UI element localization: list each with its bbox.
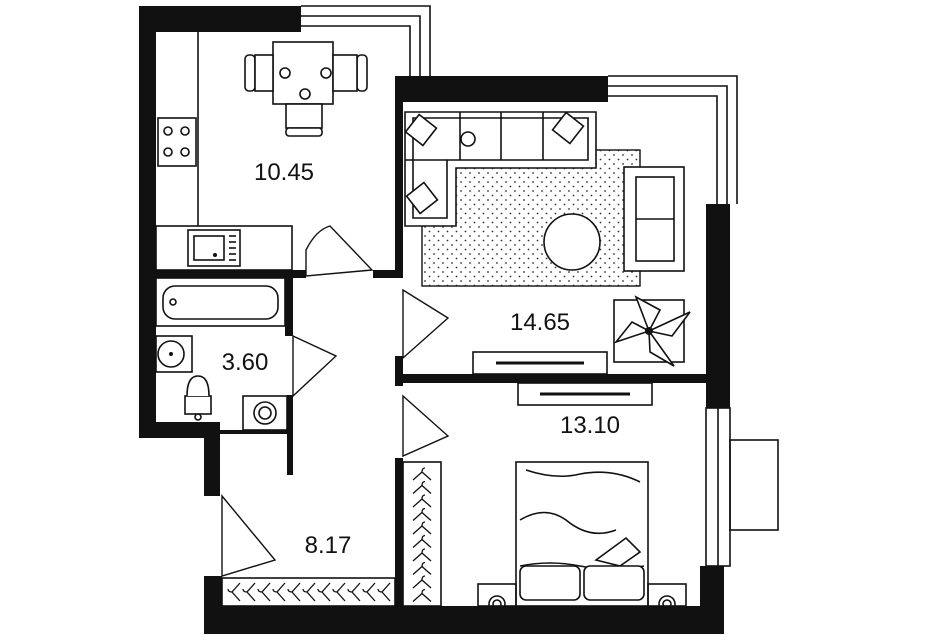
sofa-icon: [404, 111, 597, 227]
bedroom: [402, 382, 687, 613]
toilet-icon: [184, 375, 212, 421]
bath-area-label: 3.60: [222, 349, 269, 376]
plant-icon: [613, 295, 691, 367]
windows: [301, 5, 779, 567]
living-room: [404, 111, 691, 375]
wardrobe-hangers-icon: [221, 577, 396, 607]
kitchen-area-label: 10.45: [254, 159, 314, 186]
stove-icon: [157, 117, 197, 167]
hallway: [221, 577, 396, 607]
dining-table-icon: [244, 41, 368, 137]
walls: [139, 6, 730, 634]
doors: [221, 225, 450, 577]
washbasin-icon: [155, 335, 193, 373]
kitchen: [155, 32, 368, 271]
bedroom-area-label: 13.10: [560, 412, 620, 439]
nightstand-icon: [647, 583, 687, 613]
rug-icon: [421, 149, 641, 287]
hallway-area-label: 8.17: [305, 532, 352, 559]
living-area-label: 14.65: [510, 309, 570, 336]
wardrobe-hangers-icon: [402, 461, 442, 607]
tv-stand-icon: [472, 351, 608, 375]
coffee-table-icon: [543, 213, 601, 271]
armchair-icon: [623, 166, 685, 272]
bathtub-icon: [155, 277, 286, 327]
bathroom: [155, 277, 288, 431]
double-bed-icon: [515, 461, 649, 607]
nightstand-icon: [477, 583, 517, 613]
tv-stand-icon: [517, 382, 653, 406]
kitchen-sink-icon: [187, 229, 241, 267]
washing-machine-icon: [242, 395, 288, 431]
